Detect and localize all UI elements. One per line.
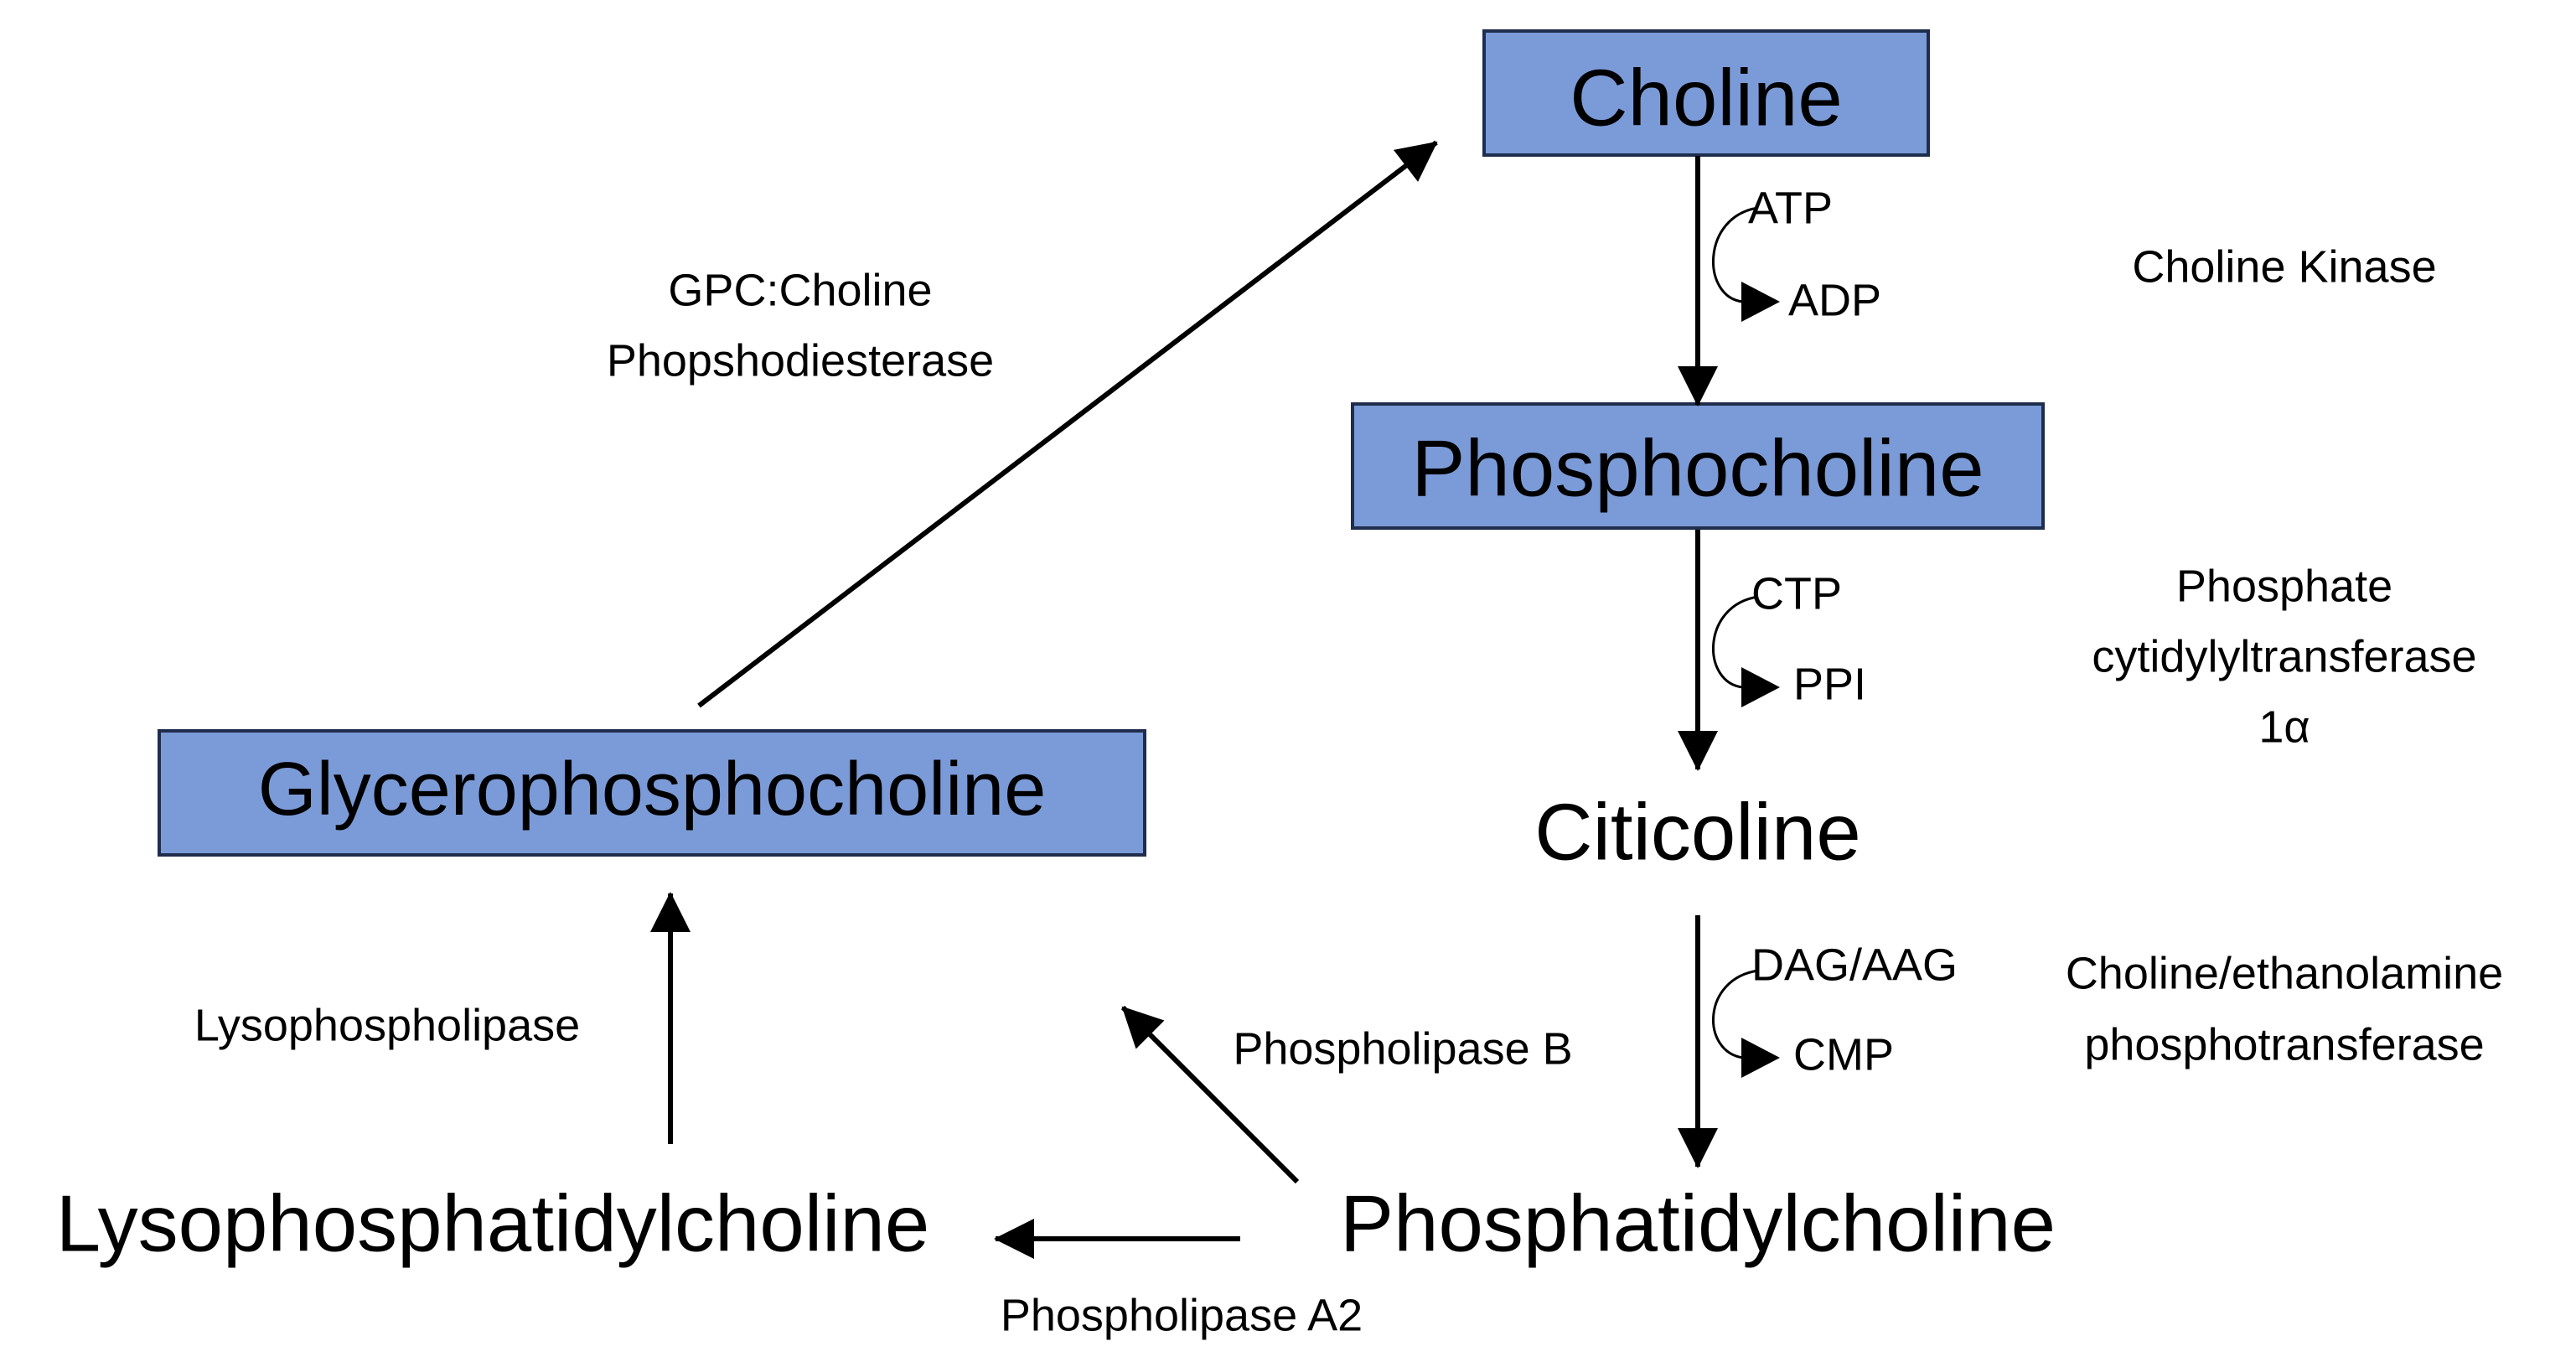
enzyme-gpc-phosphodiesterase-line-2: Phopshodiesterase bbox=[607, 335, 994, 386]
node-glycerophosphocholine: Glycerophosphocholine bbox=[158, 729, 1146, 857]
arrow-pc-to-gpc bbox=[1120, 1005, 1300, 1184]
cofactor-curve-dag bbox=[1711, 969, 1759, 1059]
node-glycerophosphocholine-label: Glycerophosphocholine bbox=[258, 748, 1047, 831]
cofactor-cmp: CMP bbox=[1793, 1029, 1894, 1080]
enzyme-phosphotransferase-line-1: Choline/ethanolamine bbox=[2066, 948, 2503, 998]
cofactor-arrowhead-adp bbox=[1741, 282, 1780, 322]
node-choline: Choline bbox=[1482, 29, 1930, 157]
cofactor-adp: ADP bbox=[1788, 275, 1881, 325]
cofactor-arrowhead-ppi bbox=[1741, 667, 1780, 707]
enzyme-phospholipase-b: Phospholipase B bbox=[1233, 1023, 1572, 1074]
cofactor-ctp: CTP bbox=[1751, 568, 1842, 619]
cofactor-curve-ctp bbox=[1711, 595, 1759, 689]
node-phosphocholine: Phosphocholine bbox=[1351, 402, 2045, 530]
cofactor-arrowhead-cmp bbox=[1741, 1038, 1780, 1078]
enzyme-phosphotransferase-line-2: phosphotransferase bbox=[2084, 1019, 2484, 1069]
enzyme-choline-kinase: Choline Kinase bbox=[2132, 241, 2436, 292]
enzyme-cytidylyltransferase-line-2: cytidylyltransferase bbox=[2092, 631, 2476, 681]
cofactor-ppi: PPI bbox=[1793, 659, 1866, 709]
node-phosphatidylcholine: Phosphatidylcholine bbox=[1340, 1178, 2056, 1268]
cofactor-curve-atp bbox=[1711, 206, 1759, 303]
node-lysophosphatidylcholine: Lysophosphatidylcholine bbox=[56, 1178, 930, 1268]
enzyme-cytidylyltransferase-line-3: 1α bbox=[2258, 702, 2310, 752]
node-choline-label: Choline bbox=[1570, 53, 1843, 142]
cofactor-dag-aag: DAG/AAG bbox=[1751, 940, 1958, 990]
cofactor-atp: ATP bbox=[1748, 183, 1833, 233]
enzyme-gpc-phosphodiesterase-line-1: GPC:Choline bbox=[668, 265, 932, 315]
node-phosphocholine-label: Phosphocholine bbox=[1411, 423, 1984, 513]
enzyme-lysophospholipase: Lysophospholipase bbox=[194, 1000, 580, 1050]
enzyme-cytidylyltransferase-line-1: Phosphate bbox=[2176, 561, 2392, 611]
node-citicoline: Citicoline bbox=[1534, 787, 1860, 877]
arrow-gpc-to-choline bbox=[697, 140, 1438, 708]
enzyme-phospholipase-a2: Phospholipase A2 bbox=[1001, 1290, 1363, 1340]
